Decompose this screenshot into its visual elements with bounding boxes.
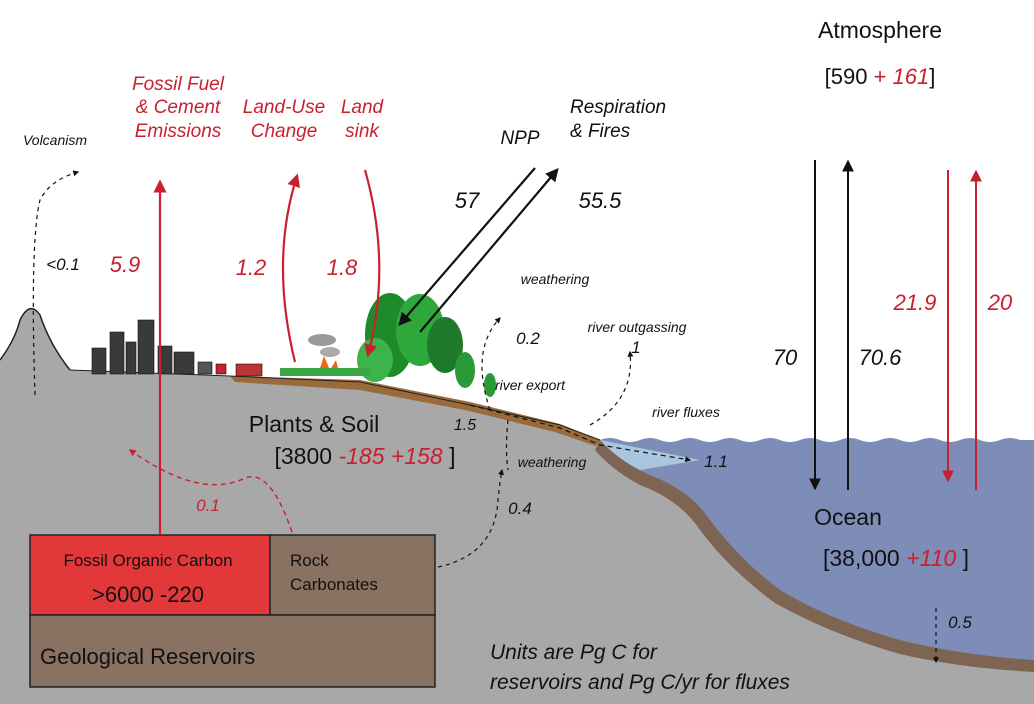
volcanism-arrow (32, 170, 80, 396)
river-outgassing-arrow (589, 350, 634, 426)
river-export-value: 1.5 (454, 417, 476, 434)
resp-value: 55.5 (579, 188, 623, 213)
ocean-down-anthro-value: 21.9 (893, 290, 937, 315)
fossil-carbon-box (29, 534, 271, 616)
atmosphere-open: [590 (825, 64, 868, 89)
ocean-anthro: +110 (906, 545, 956, 571)
weathering-top-arrow (481, 317, 501, 411)
river-export-label: river export (495, 377, 566, 393)
landuse-value: 1.2 (236, 255, 267, 280)
landsink-label-2: sink (345, 121, 380, 142)
rock-label-2: Carbonates (290, 575, 378, 594)
fossil-carbon-value: >6000 -220 (92, 582, 204, 607)
geological-reservoirs-title: Geological Reservoirs (40, 644, 255, 669)
units-note-1: Units are Pg C for (490, 641, 658, 664)
landsink-label-1: Land (341, 97, 385, 118)
plants-soil-title: Plants & Soil (249, 411, 379, 437)
landsink-arrow (363, 169, 381, 358)
ocean-reservoir: [38,000 +110 ] (823, 545, 969, 571)
sediment-value: 0.5 (948, 613, 972, 632)
resp-label-1: Respiration (570, 97, 666, 118)
volcanism-value: <0.1 (46, 255, 80, 274)
atmosphere-plus: + (867, 64, 892, 89)
geological-reservoirs-box (29, 614, 436, 688)
land-surface-line (69, 369, 601, 441)
fossil-carbon-title: Fossil Organic Carbon (63, 551, 232, 570)
atmosphere-title: Atmosphere (818, 17, 942, 43)
river-export-arrow (469, 404, 692, 463)
river-fluxes-label: river fluxes (652, 404, 720, 420)
soil-strip (230, 376, 600, 446)
fossil-value: 5.9 (110, 252, 141, 277)
river-outgassing-value: 1 (631, 338, 640, 357)
plants-close: ] (443, 443, 456, 469)
weathering-top-label: weathering (521, 271, 590, 287)
river-outgassing-label: river outgassing (588, 319, 687, 335)
ocean-up-anthro-value: 20 (987, 290, 1013, 315)
ocean-title: Ocean (814, 504, 882, 530)
fossil-leak-arrow (128, 449, 293, 533)
plants-open: [3800 (275, 443, 339, 469)
fossil-leak-value: 0.1 (196, 496, 220, 515)
npp-value: 57 (455, 188, 480, 213)
ocean-down-natural-value: 70 (773, 345, 798, 370)
fossil-label-2: & Cement (136, 97, 221, 118)
atmosphere-reservoir: [590 + 161] (825, 64, 936, 89)
rock-carbonates-box (269, 534, 436, 616)
weathering-bottom-label: weathering (518, 454, 587, 470)
fossil-label-1: Fossil Fuel (132, 74, 225, 95)
landuse-arrow (281, 173, 301, 363)
plants-soil-reservoir: [3800 -185 +158 ] (275, 443, 456, 469)
landuse-label-2: Change (251, 121, 318, 142)
weathering-bottom-arrow (437, 468, 505, 568)
rock-label-1: Rock (290, 551, 329, 570)
forest-icon (280, 293, 496, 397)
atmosphere-anthro: 161 (893, 64, 930, 89)
landuse-label-1: Land-Use (243, 97, 325, 118)
volcanism-label: Volcanism (23, 132, 87, 148)
landsink-value: 1.8 (327, 255, 358, 280)
river-soil-drain-arrow (505, 419, 509, 471)
ocean-up-natural-value: 70.6 (859, 345, 903, 370)
river-fluxes-value: 1.1 (704, 452, 728, 471)
npp-arrow (398, 167, 536, 326)
plants-minus: -185 (338, 443, 384, 469)
units-note-2: reservoirs and Pg C/yr for fluxes (490, 671, 790, 694)
city-icon (91, 319, 263, 377)
atmosphere-close: ] (929, 64, 935, 89)
resp-label-2: & Fires (570, 121, 631, 142)
ocean-close: ] (956, 545, 969, 571)
fossil-label-3: Emissions (135, 121, 222, 142)
weathering-top-value: 0.2 (516, 329, 540, 348)
respiration-arrow (419, 167, 559, 333)
weathering-bottom-value: 0.4 (508, 499, 532, 518)
plants-plus: +158 (385, 443, 443, 469)
ocean-open: [38,000 (823, 545, 906, 571)
volcano (0, 307, 71, 371)
npp-label: NPP (500, 128, 539, 149)
